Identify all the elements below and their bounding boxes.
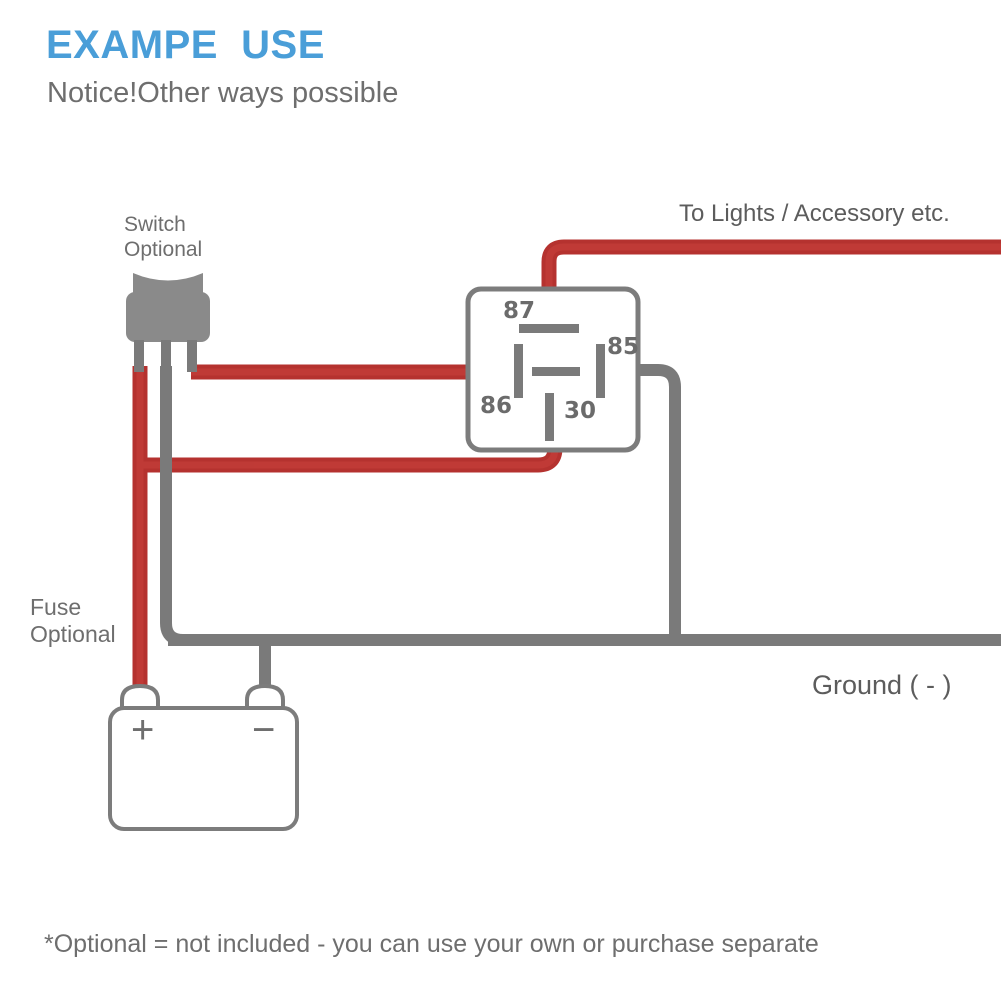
relay-contact-bar [532,367,580,376]
battery-positive-sign: + [131,708,155,752]
to-lights-label: To Lights / Accessory etc. [679,200,950,227]
switch-graphic [126,273,210,372]
wire-switch-to-ground [160,366,184,646]
relay-terminal-30-blade [545,393,554,441]
wire-85-to-ground [600,364,681,640]
battery-body [108,706,299,831]
wire-87-highlight [545,243,1001,330]
battery-negative-sign: − [252,708,276,752]
relay-terminal-87-blade [519,324,579,333]
switch-pin-right [187,340,197,372]
switch-pin-left [134,340,144,372]
page-subtitle: Notice!Other ways possible [47,77,399,109]
relay-terminal-label-86: 86 [480,393,513,419]
fuse-label: Fuse Optional [30,594,116,648]
switch-body [126,292,210,342]
relay-terminal-label-85: 85 [607,334,640,360]
relay-terminal-85-blade [596,344,605,398]
relay-terminal-label-30: 30 [564,398,597,424]
switch-label: Switch Optional [124,213,203,261]
battery-graphic [108,683,299,831]
relay-graphic [465,286,641,453]
relay-terminal-86-blade [514,344,523,398]
page-title: EXAMPE USE [46,23,325,67]
ground-label: Ground ( - ) [812,670,952,700]
switch-pin-middle [161,340,171,372]
relay-terminal-label-87: 87 [503,298,536,324]
gray-wire-group [160,364,1001,706]
footer-note: *Optional = not included - you can use y… [44,930,819,958]
